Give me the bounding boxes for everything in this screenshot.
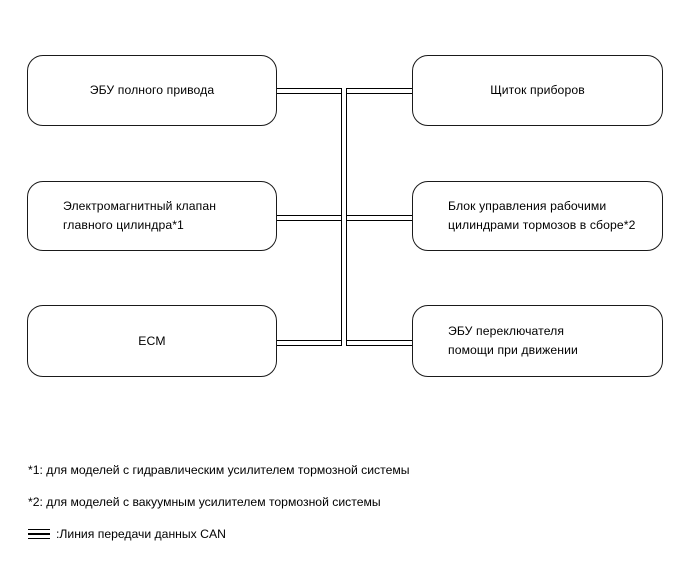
footnote-2: *2: для моделей с вакуумным усилителем т… [28, 495, 381, 509]
node-label: Электромагнитный клапан главного цилиндр… [63, 199, 217, 232]
legend-label: Линия передачи данных CAN [59, 527, 226, 541]
node-label: ЭБУ переключателя помощи при движении [448, 324, 578, 357]
node-master-cylinder-solenoid[interactable]: Электромагнитный клапан главного цилиндр… [27, 181, 277, 251]
node-ecm[interactable]: ECM [27, 305, 277, 377]
footnote-1: *1: для моделей с гидравлическим усилите… [28, 463, 410, 477]
node-label: Блок управления рабочими цилиндрами торм… [448, 199, 636, 232]
node-label: ЭБУ полного привода [89, 83, 215, 97]
can-bus-line-icon [28, 528, 50, 540]
node-brake-actuator[interactable]: Блок управления рабочими цилиндрами торм… [412, 181, 663, 251]
node-label: Щиток приборов [490, 83, 585, 97]
bus-junction-row1 [342, 89, 346, 93]
bus-junction-row2 [342, 216, 346, 220]
footnotes-section: *1: для моделей с гидравлическим усилите… [28, 462, 648, 542]
node-label: ECM [138, 333, 166, 348]
bus-junction-row3 [342, 341, 346, 345]
node-combination-meter[interactable]: Щиток приборов [412, 55, 663, 126]
legend-can-line: : Линия передачи данных CAN [28, 526, 648, 542]
node-drive-assist-switch-ecu[interactable]: ЭБУ переключателя помощи при движении [412, 305, 663, 377]
legend-separator: : [56, 527, 60, 541]
node-awd-ecu[interactable]: ЭБУ полного привода [27, 55, 277, 126]
